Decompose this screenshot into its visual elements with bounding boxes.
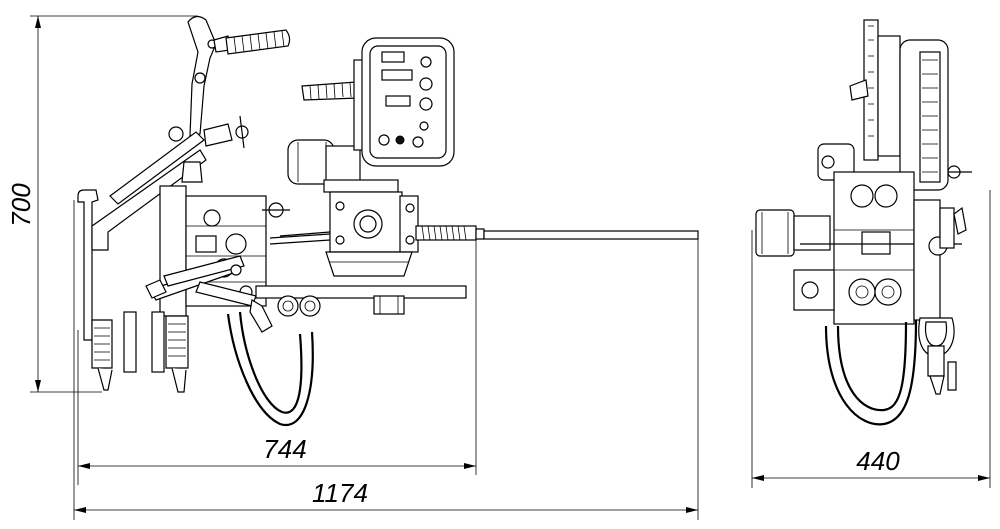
dimension-height: 700 bbox=[6, 15, 198, 393]
lever-grip bbox=[225, 29, 291, 55]
side-hose bbox=[824, 319, 918, 426]
torch-hose bbox=[226, 295, 321, 427]
side-torch bbox=[918, 317, 957, 395]
dimension-width-inner: 744 bbox=[77, 236, 477, 485]
dimension-width-inner-label: 744 bbox=[263, 434, 306, 464]
side-gear-plate bbox=[793, 171, 962, 325]
dimension-side-width-label: 440 bbox=[856, 446, 900, 476]
dimension-side-width: 440 bbox=[751, 190, 991, 488]
side-view bbox=[755, 19, 972, 426]
drive-rollers bbox=[91, 311, 189, 393]
side-arm bbox=[77, 115, 249, 341]
guide-rail bbox=[279, 225, 699, 241]
gearbox bbox=[325, 191, 419, 315]
upper-lever bbox=[187, 15, 231, 137]
dimension-height-label: 700 bbox=[6, 183, 36, 227]
side-column bbox=[849, 19, 972, 191]
control-panel bbox=[361, 37, 455, 167]
dimension-width-outer: 1174 bbox=[73, 200, 699, 520]
front-view bbox=[77, 15, 699, 427]
motor bbox=[287, 139, 399, 193]
torch-linkage bbox=[145, 255, 273, 333]
dimension-width-outer-label: 1174 bbox=[312, 478, 368, 508]
panel-grip bbox=[301, 59, 367, 151]
side-fittings bbox=[913, 199, 967, 321]
